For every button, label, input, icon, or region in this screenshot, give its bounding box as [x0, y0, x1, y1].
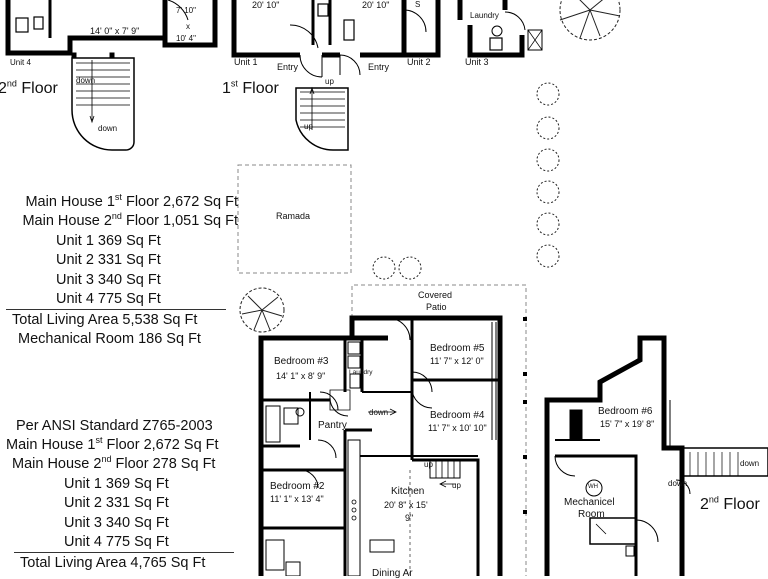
second-floor-title: 2nd Floor — [0, 78, 58, 97]
pantry-label: Pantry — [318, 420, 347, 431]
unit2-label: Unit 2 — [407, 57, 431, 67]
dining-label: Dining Ar — [372, 568, 413, 579]
area2-divider — [14, 552, 234, 553]
stair-down-label-3: down — [740, 459, 760, 468]
bedroom5-dim: 11' 7" x 12' 0" — [430, 356, 484, 366]
stair-up-label-2: up — [304, 122, 313, 131]
area1-row-1: Main House 2nd Floor 1,051 Sq Ft — [22, 211, 238, 229]
down-arrow-label: down — [369, 408, 389, 417]
unit4-room2-dim-c: 10' 4" — [176, 34, 196, 43]
kitchen-dim-a: 20' 8" x 15' — [384, 500, 428, 510]
entry-label-2: Entry — [368, 62, 390, 72]
stair-down-label: down — [76, 76, 96, 85]
laundry-room-label: Laundry — [349, 369, 373, 376]
ramada-label: Ramada — [276, 211, 311, 221]
kitchen-label: Kitchen — [391, 486, 425, 497]
stair-down-label-2: down — [98, 124, 118, 133]
unit1-label: Unit 1 — [234, 57, 258, 67]
area1-row-2: Unit 1 369 Sq Ft — [56, 233, 161, 249]
bedroom2-label: Bedroom #2 — [270, 481, 325, 492]
bedroom5-label: Bedroom #5 — [430, 343, 485, 354]
covered-patio-label-a: Covered — [418, 290, 453, 300]
unit2-dim: 20' 10" — [362, 0, 390, 10]
covered-patio-outline — [351, 284, 527, 576]
bedroom2-dim: 11' 1" x 13' 4" — [270, 494, 324, 504]
stair-up-label: up — [325, 77, 334, 86]
kitchen-dim-b: 9" — [405, 513, 414, 523]
area2-row-3: Unit 2 331 Sq Ft — [64, 495, 169, 511]
main-house-plan — [258, 315, 503, 576]
unit4-plan — [5, 0, 218, 151]
area1-mechanical: Mechanical Room 186 Sq Ft — [18, 331, 201, 347]
area2-heading: Per ANSI Standard Z765-2003 — [16, 418, 213, 434]
unit4-label: Unit 4 — [10, 58, 31, 67]
area2-total: Total Living Area 4,765 Sq Ft — [20, 555, 206, 571]
bedroom4-dim: 11' 7" x 10' 10" — [428, 423, 487, 433]
unit4-room2-dim-a: 7' 10" — [176, 6, 196, 15]
mechanical-room-label-b: Room — [578, 509, 605, 520]
area1-divider — [6, 309, 226, 310]
first-floor-title: 1st Floor — [222, 78, 279, 97]
area1-row-0: Main House 1st Floor 2,672 Sq Ft — [25, 192, 238, 210]
bedroom4-label: Bedroom #4 — [430, 410, 485, 421]
ramada-outline — [237, 164, 352, 274]
area2-row-4: Unit 3 340 Sq Ft — [64, 515, 169, 531]
area1-row-4: Unit 3 340 Sq Ft — [56, 272, 161, 288]
area2-row-5: Unit 4 775 Sq Ft — [64, 534, 169, 550]
area1-total: Total Living Area 5,538 Sq Ft — [12, 312, 198, 328]
laundry-label: Laundry — [470, 11, 499, 20]
area1-row-3: Unit 2 331 Sq Ft — [56, 252, 161, 268]
kitchen-stair-up-b: up — [452, 481, 461, 490]
covered-patio-label-b: Patio — [426, 302, 447, 312]
area1-row-5: Unit 4 775 Sq Ft — [56, 291, 161, 307]
stair-down-label-4: down — [668, 479, 688, 488]
unit4-room2-dim-b: x — [186, 22, 190, 31]
bedroom6-label: Bedroom #6 — [598, 406, 653, 417]
bedroom3-dim: 14' 1" x 8' 9" — [276, 371, 326, 381]
water-heater-label: WH — [588, 484, 598, 490]
unit4-room-dim: 14' 0" x 7' 9" — [90, 26, 140, 36]
kitchen-stair-up-a: up — [424, 460, 433, 469]
unit3-label: Unit 3 — [465, 57, 489, 67]
mechanical-room-label-a: Mechanicel — [564, 497, 615, 508]
second-floor-title-right: 2nd Floor — [700, 494, 760, 513]
bedroom6-dim: 15' 7" x 19' 8" — [600, 419, 655, 429]
unit1-dim: 20' 10" — [252, 0, 280, 10]
area2-row-0: Main House 1st Floor 2,672 Sq Ft — [6, 435, 219, 453]
patio-posts — [523, 317, 527, 514]
area2-row-1: Main House 2nd Floor 278 Sq Ft — [12, 454, 216, 472]
unit1-3-plan — [231, 0, 543, 151]
second-floor-plan — [544, 335, 768, 576]
s-label: S — [415, 0, 421, 9]
bedroom3-label: Bedroom #3 — [274, 356, 329, 367]
area2-row-2: Unit 1 369 Sq Ft — [64, 476, 169, 492]
entry-label-1: Entry — [277, 62, 299, 72]
tree-symbols — [239, 0, 621, 333]
